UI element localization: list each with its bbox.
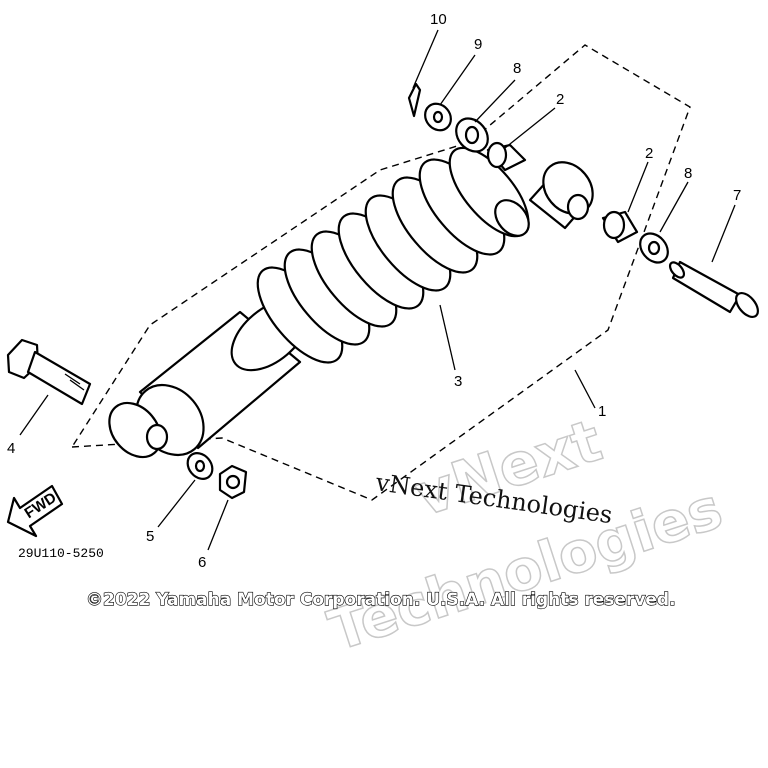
upper-eye [528, 161, 594, 230]
oil-seal-upper [455, 117, 489, 153]
callout-8-upper: 8 [513, 60, 521, 77]
bushing-right [601, 210, 639, 244]
callout-4: 4 [7, 440, 15, 457]
callout-8-right: 8 [684, 165, 692, 182]
diagram-code: 29U110-5250 [18, 546, 104, 561]
nut [218, 464, 248, 500]
coil-spring [256, 146, 530, 364]
assembly-boundary [70, 44, 691, 501]
callout-2-right: 2 [645, 145, 653, 162]
callout-3: 3 [454, 373, 462, 390]
pin-shaft [668, 260, 759, 318]
bolt [6, 338, 92, 406]
callout-9: 9 [474, 36, 482, 53]
callout-1: 1 [598, 403, 606, 420]
fwd-arrow-icon [6, 484, 64, 538]
bushing-left [486, 141, 527, 172]
callout-2-left: 2 [556, 91, 564, 108]
callout-7: 7 [733, 187, 741, 204]
oil-seal-right [639, 232, 669, 264]
washer [424, 102, 452, 132]
callout-6: 6 [198, 554, 206, 571]
collar [186, 452, 214, 480]
cotter-pin [407, 82, 422, 118]
callout-10: 10 [430, 11, 447, 28]
copyright-notice: ©2022 Yamaha Motor Corporation. U.S.A. A… [86, 590, 676, 610]
leader-lines [19, 29, 736, 551]
callout-5: 5 [146, 528, 154, 545]
